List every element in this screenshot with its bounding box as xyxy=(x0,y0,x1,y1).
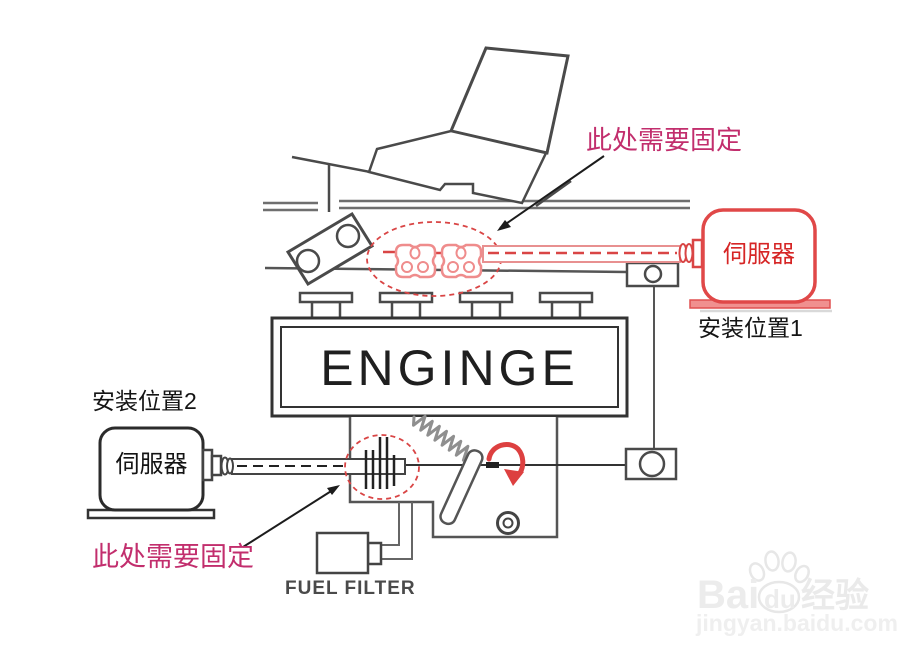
servo2-position-label: 安装位置2 xyxy=(92,388,197,414)
fuel-filter-shape xyxy=(315,531,383,575)
engine-block xyxy=(270,316,629,418)
seat-base xyxy=(367,129,548,205)
servo1-body xyxy=(689,208,832,313)
watermark-url: jingyan.baidu.com xyxy=(696,610,898,636)
vertical-linkage xyxy=(405,261,680,481)
rotation-arrow-icon xyxy=(486,442,526,486)
engine-mounts xyxy=(298,291,594,320)
engine-lower-body xyxy=(348,417,559,539)
fuel-hoses xyxy=(381,502,413,560)
fuel-filter-label: FUEL FILTER xyxy=(285,578,416,599)
engine-label: ENGINGE xyxy=(320,340,579,396)
throttle-spring xyxy=(412,414,472,462)
watermark-brand-suffix: du xyxy=(764,584,796,614)
annotation-arrow-top xyxy=(497,155,605,231)
baidu-paw-icon xyxy=(748,550,810,614)
servo1-label: 伺服器 xyxy=(723,241,795,268)
servo1-position-label: 安装位置1 xyxy=(698,315,803,341)
pushrod-assembly xyxy=(231,434,420,500)
fix-annotation-top: 此处需要固定 xyxy=(586,125,743,155)
servo2-label: 伺服器 xyxy=(115,451,188,478)
clamp-bracket xyxy=(285,211,375,287)
deck-lines xyxy=(263,199,690,212)
rod-connector-icon xyxy=(678,238,704,269)
watermark-brand-cn: 经验 xyxy=(801,577,869,615)
cable-clamp-icon xyxy=(394,243,483,279)
watermark-brand-prefix: Bai xyxy=(697,573,760,617)
servo2-body xyxy=(86,426,234,520)
fix-annotation-bottom: 此处需要固定 xyxy=(92,542,254,572)
annotation-arrow-bottom xyxy=(242,485,340,548)
servo2-output-icon xyxy=(201,448,234,482)
fix-circle-bottom xyxy=(344,434,420,500)
servo1-linkage xyxy=(366,221,704,297)
throttle-lever xyxy=(439,449,520,535)
seat-shape xyxy=(367,46,570,205)
